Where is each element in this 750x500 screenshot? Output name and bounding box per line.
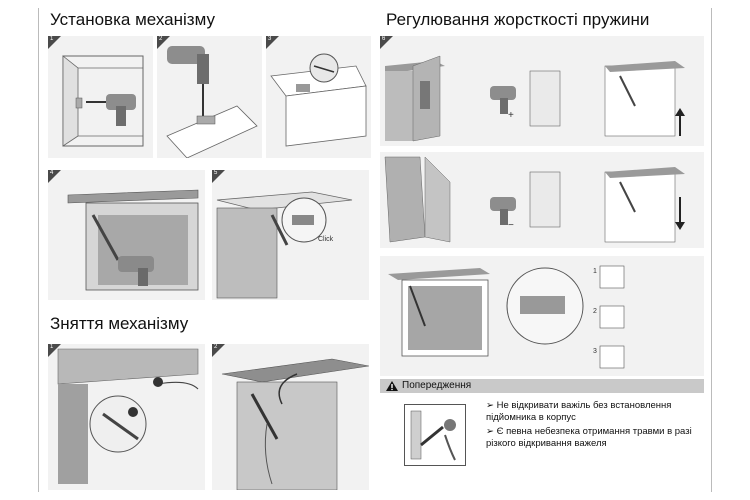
minus-sign: −: [508, 220, 514, 231]
drill-top-view-illustration: [166, 46, 258, 158]
step-number: 4: [48, 170, 61, 183]
removal-step-1-panel: 1: [48, 344, 205, 490]
lift-flap-illustration: [221, 358, 369, 490]
left-border: [38, 8, 39, 492]
adjust-3way-illustration: [388, 265, 625, 369]
adjust-label-1: 1: [593, 268, 597, 275]
install-title: Установка механізму: [50, 10, 215, 29]
adjust-decrease-illustration: [384, 156, 685, 243]
adjust-title: Регулювання жорсткості пружини: [386, 10, 650, 29]
open-flap-cabinet-illustration: [67, 189, 199, 291]
install-step-4-panel: 4: [48, 170, 205, 300]
remove-mechanism-illustration: [57, 348, 199, 484]
install-step-5-panel: 5 Click: [212, 170, 369, 300]
warning-item-1: ➢ Не відкривати важіль без встановлення …: [486, 400, 672, 423]
click-label: Click: [318, 236, 334, 243]
removal-step-2-panel: 2: [212, 344, 369, 490]
step-number: 3: [266, 36, 279, 49]
warning-header: Попередження: [380, 379, 704, 393]
plus-sign: +: [508, 110, 514, 121]
adjust-increase-panel: 6 +: [380, 36, 704, 146]
mechanism-mount-illustration: [270, 53, 367, 147]
step-number: 2: [212, 344, 225, 357]
step-number: 1: [48, 36, 61, 49]
step-number: 2: [157, 36, 170, 49]
arrow-icon: ➢: [486, 426, 497, 437]
adjust-3way-panel: 1 2 3: [380, 256, 704, 376]
cabinet-drill-illustration: [62, 55, 144, 147]
warning-illustration: [404, 404, 466, 466]
warning-item-2: ➢ Є певна небезпека отримання травми в р…: [486, 426, 692, 449]
step-number: 5: [212, 170, 225, 183]
click-mechanism-illustration: [216, 191, 353, 299]
injury-warning-icon: [410, 410, 456, 461]
arrow-icon: ➢: [486, 400, 497, 411]
install-step-2-panel: 2: [157, 36, 262, 158]
adjust-label-2: 2: [593, 308, 597, 315]
adjust-decrease-panel: −: [380, 152, 704, 248]
removal-title: Зняття механізму: [50, 314, 189, 333]
step-number: 6: [380, 36, 393, 49]
install-step-1-panel: 1: [48, 36, 153, 158]
warning-icon: [386, 381, 398, 391]
warning-title: Попередження: [402, 380, 472, 391]
right-border: [711, 8, 712, 492]
adjust-increase-illustration: [385, 55, 685, 142]
adjust-label-3: 3: [593, 348, 597, 355]
install-step-3-panel: 3: [266, 36, 371, 158]
